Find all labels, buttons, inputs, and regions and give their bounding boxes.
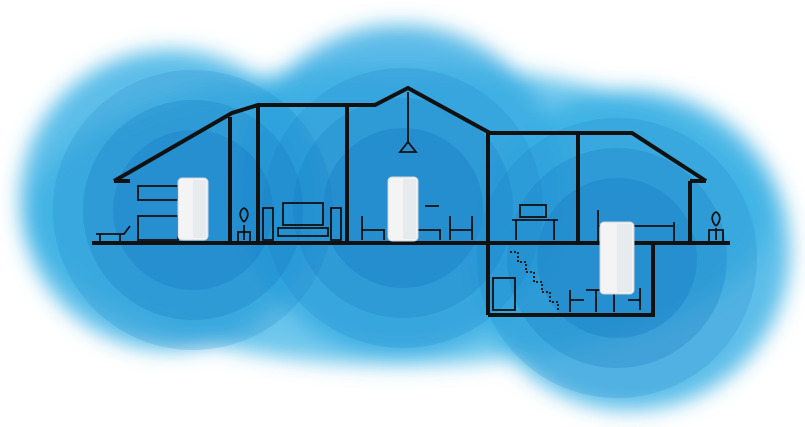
router-node-icon bbox=[177, 177, 209, 241]
furniture-icon bbox=[96, 92, 724, 312]
house-structure bbox=[92, 85, 730, 317]
router-node-icon bbox=[599, 221, 635, 295]
router-node-icon bbox=[387, 176, 419, 242]
